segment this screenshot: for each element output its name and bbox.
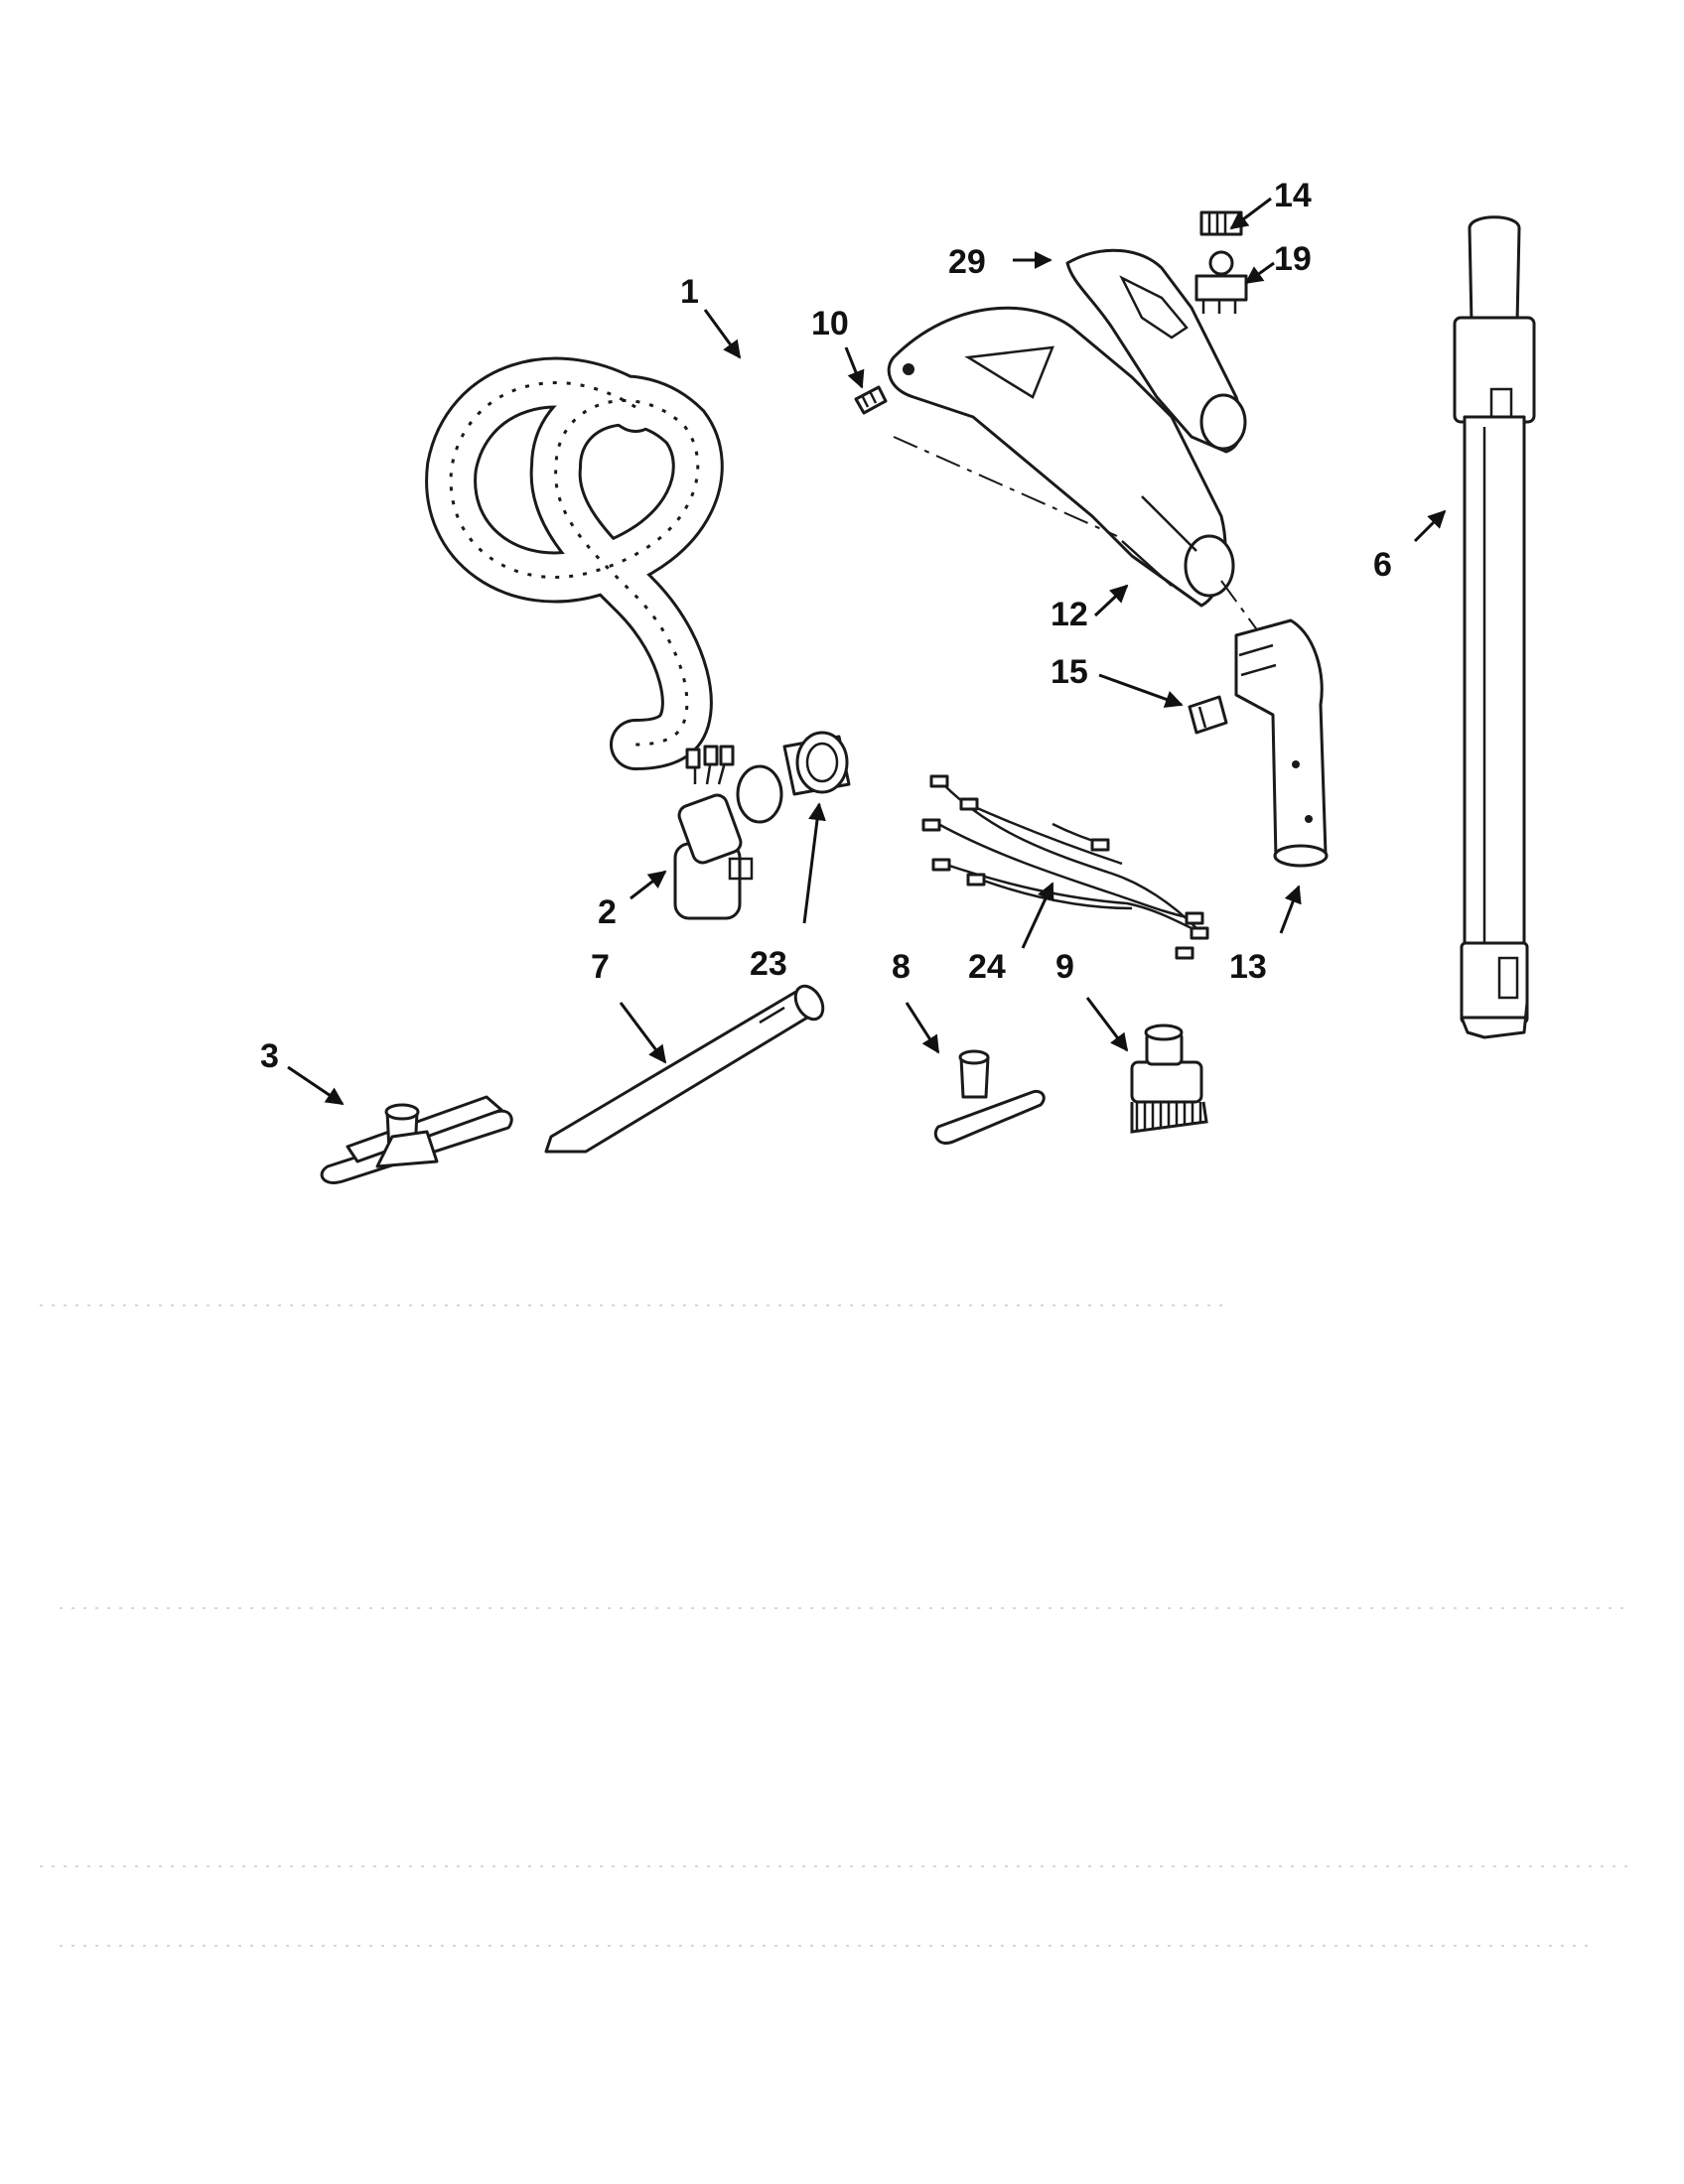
wire-harness-part-24 [921,774,1209,960]
leader-23 [802,802,826,924]
wand-part-6 [1453,215,1536,1039]
elbow-part-13 [1234,618,1329,868]
callout-13: 13 [1229,948,1267,986]
leader-8 [905,1002,940,1054]
callout-19: 19 [1274,240,1312,278]
leader-7 [619,1002,667,1064]
clip-part-15 [1188,695,1228,735]
callout-6: 6 [1373,546,1392,584]
callout-labels: 1 2 3 6 7 8 9 10 12 13 14 15 19 23 24 29 [260,177,1392,1075]
switch-part-19 [1194,250,1248,314]
leader-24 [1021,882,1054,949]
leader-6 [1413,509,1447,543]
callout-29: 29 [948,243,986,281]
callout-1: 1 [680,273,699,311]
leader-1 [703,309,742,359]
callout-7: 7 [591,948,610,986]
callout-24: 24 [968,948,1006,986]
callout-10: 10 [811,305,849,342]
screw-part-10 [854,385,888,415]
callout-8: 8 [892,948,911,986]
leader-9 [1085,997,1129,1052]
hose-part-1 [425,356,724,770]
leader-10 [844,346,865,389]
leader-12 [1093,584,1129,617]
upholstery-tool-part-8 [933,1049,1046,1145]
leader-19 [1244,261,1275,285]
handle-part-12 [887,306,1235,608]
leader-3 [287,1065,345,1106]
dusting-brush-part-9 [1130,1024,1208,1134]
callout-12: 12 [1051,596,1088,633]
leader-13 [1279,885,1302,934]
leader-15 [1098,673,1184,708]
switch-label-part-14 [1199,210,1243,236]
handle-cover-part-29 [1065,248,1247,454]
callout-15: 15 [1051,653,1088,691]
floor-tool-part-3 [320,1095,513,1184]
callout-14: 14 [1274,177,1312,214]
leader-arrows [287,197,1447,1106]
leader-2 [630,870,667,900]
cuff-part-23 [782,731,851,796]
swivel-connector-part-2 [673,745,783,920]
callout-9: 9 [1055,948,1074,986]
crevice-tool-part-7 [544,984,825,1154]
callout-3: 3 [260,1037,279,1075]
callout-2: 2 [598,893,617,931]
assembly-line-2 [1220,580,1262,636]
leader-14 [1229,197,1272,230]
scan-noise [40,1304,1628,1947]
assembly-line [893,436,1118,537]
callout-23: 23 [750,945,787,983]
